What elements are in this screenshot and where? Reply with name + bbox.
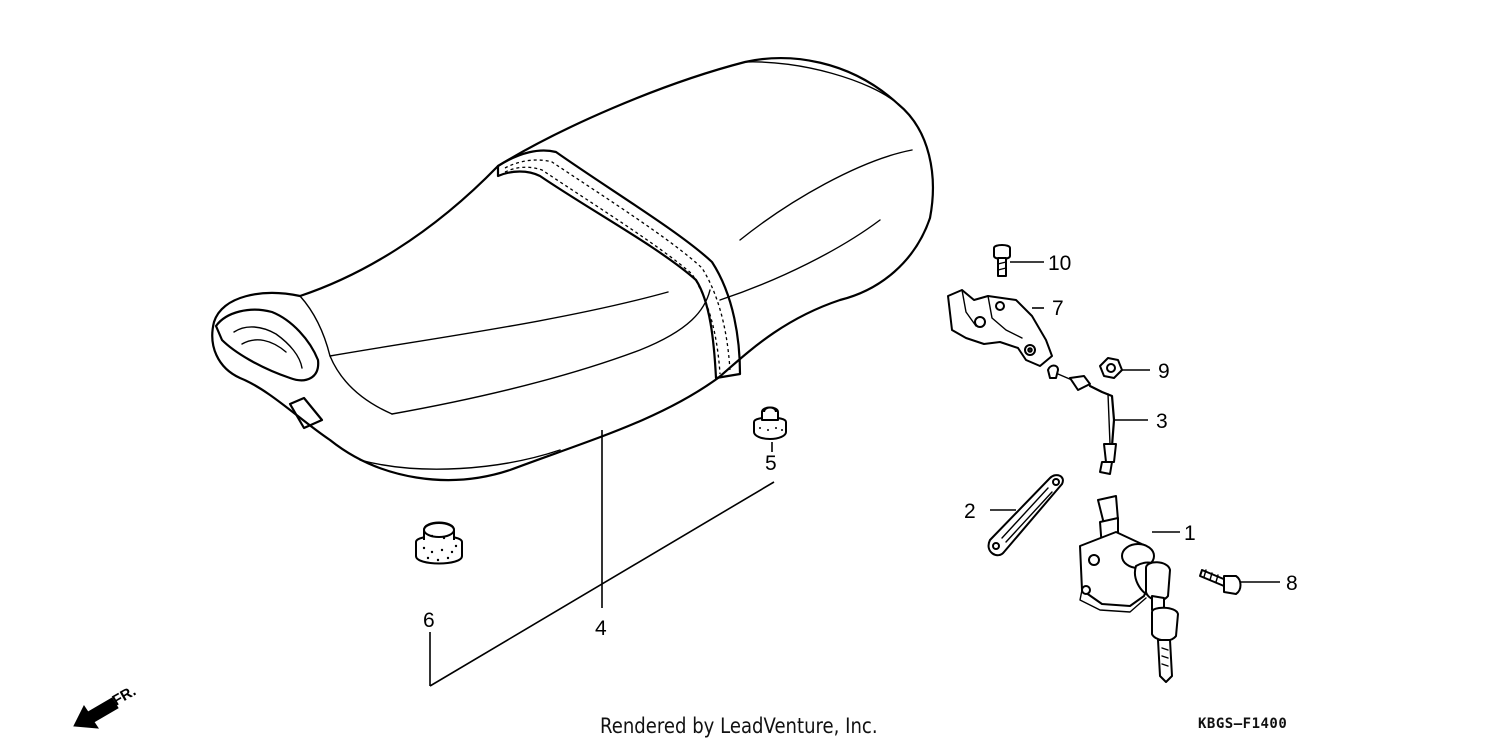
cushion-part-5 bbox=[753, 406, 787, 440]
callout-4: 4 bbox=[595, 617, 607, 640]
nut-part-9 bbox=[1099, 357, 1123, 379]
cushion-part-6 bbox=[415, 521, 463, 565]
drawing-code: KBGS–F1400 bbox=[1198, 716, 1288, 732]
callout-6: 6 bbox=[423, 609, 435, 632]
seat-lock-part-1 bbox=[1079, 495, 1179, 683]
callout-5: 5 bbox=[765, 452, 777, 475]
callout-2: 2 bbox=[964, 500, 976, 523]
screw-part-8 bbox=[1199, 569, 1242, 595]
front-arrow-icon bbox=[73, 697, 119, 729]
callout-3: 3 bbox=[1156, 410, 1168, 433]
leader-lines bbox=[429, 261, 1280, 687]
callout-1: 1 bbox=[1184, 522, 1196, 545]
stay-part-2 bbox=[987, 474, 1064, 557]
callout-8: 8 bbox=[1286, 572, 1298, 595]
callout-7: 7 bbox=[1052, 297, 1064, 320]
callout-10: 10 bbox=[1048, 252, 1071, 275]
seat-illustration bbox=[211, 57, 934, 482]
callout-labels: 1 2 3 4 5 6 7 8 9 10 bbox=[423, 252, 1298, 640]
cable-part-3 bbox=[1047, 364, 1117, 475]
front-direction-indicator: FR. bbox=[73, 683, 139, 729]
callout-9: 9 bbox=[1158, 360, 1170, 383]
bolt-part-10 bbox=[993, 244, 1011, 277]
bracket-part-7 bbox=[947, 289, 1053, 367]
rendered-by-credit: Rendered by LeadVenture, Inc. bbox=[600, 714, 878, 738]
